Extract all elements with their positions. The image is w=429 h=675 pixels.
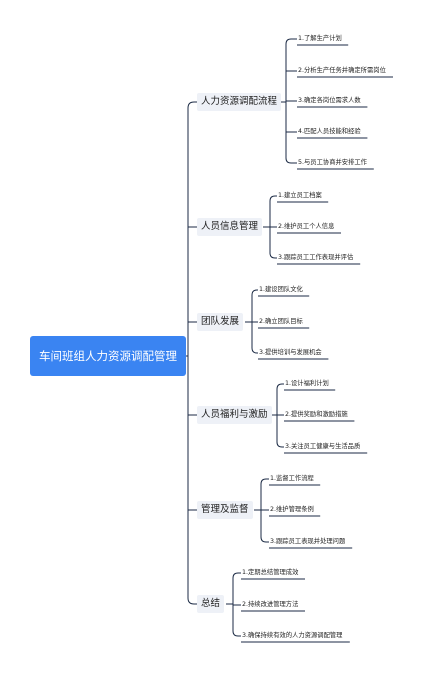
branch-connector [187,101,197,109]
leaf-topic[interactable]: 2.确立团队目标 [259,318,303,325]
leaf-topic[interactable]: 5.与员工协商并安排工作 [298,159,367,166]
leaf-topic[interactable]: 2.维护员工个人信息 [278,223,335,230]
leaf-topic[interactable]: 4.匹配人员技能和经验 [298,128,361,135]
leaf-connector [269,195,277,202]
leaf-connector [251,289,258,296]
leaf-connector [232,630,241,637]
branch-topic[interactable]: 总结 [197,595,225,613]
leaf-topic[interactable]: 3.跟踪员工工作表现并评估 [278,254,354,261]
leaf-topic[interactable]: 1.建立员工档案 [278,192,322,199]
leaf-connector [285,38,297,45]
leaf-topic[interactable]: 2.维护管理条例 [270,506,314,513]
leaf-topic[interactable]: 1.监督工作流程 [270,475,314,482]
leaf-topic[interactable]: 3.关注员工健康与生活品质 [285,443,361,450]
leaf-topic[interactable]: 1.建设团队文化 [259,286,303,293]
leaf-topic[interactable]: 3.跟踪员工表现并处理问题 [270,538,346,545]
leaf-connector [276,383,284,390]
root-topic-label: 车间班组人力资源调配管理 [39,349,177,363]
leaf-topic[interactable]: 2.持续改进管理方法 [242,601,299,608]
branch-connector [187,597,197,605]
leaf-topic[interactable]: 1.设计福利计划 [285,380,329,387]
leaf-connector [251,347,258,354]
leaf-topic[interactable]: 1.定期总结管理成效 [242,569,299,576]
leaf-topic[interactable]: 1.了解生产计划 [298,35,342,42]
branch-topic[interactable]: 人员信息管理 [197,218,263,236]
branch-topic[interactable]: 人力资源调配流程 [197,93,282,111]
leaf-topic[interactable]: 3.确定各岗位需求人数 [298,97,361,104]
branch-topic[interactable]: 团队发展 [197,313,244,331]
leaf-topic[interactable]: 3.确保持续有效的人力资源调配管理 [242,632,343,639]
leaf-connector [285,157,297,164]
branch-topic[interactable]: 管理及监督 [197,501,253,519]
leaf-connector [276,441,284,448]
leaf-topic[interactable]: 3.提供培训与发展机会 [259,349,322,356]
leaf-connector [260,536,269,543]
leaf-connector [232,572,241,579]
leaf-topic[interactable]: 2.提供奖励和激励措施 [285,411,348,418]
root-topic[interactable]: 车间班组人力资源调配管理 [30,336,186,376]
leaf-connector [260,478,269,485]
leaf-connector [269,252,277,259]
branch-topic[interactable]: 人员福利与激励 [197,406,272,424]
leaf-topic[interactable]: 2.分析生产任务并确定所需岗位 [298,67,386,74]
